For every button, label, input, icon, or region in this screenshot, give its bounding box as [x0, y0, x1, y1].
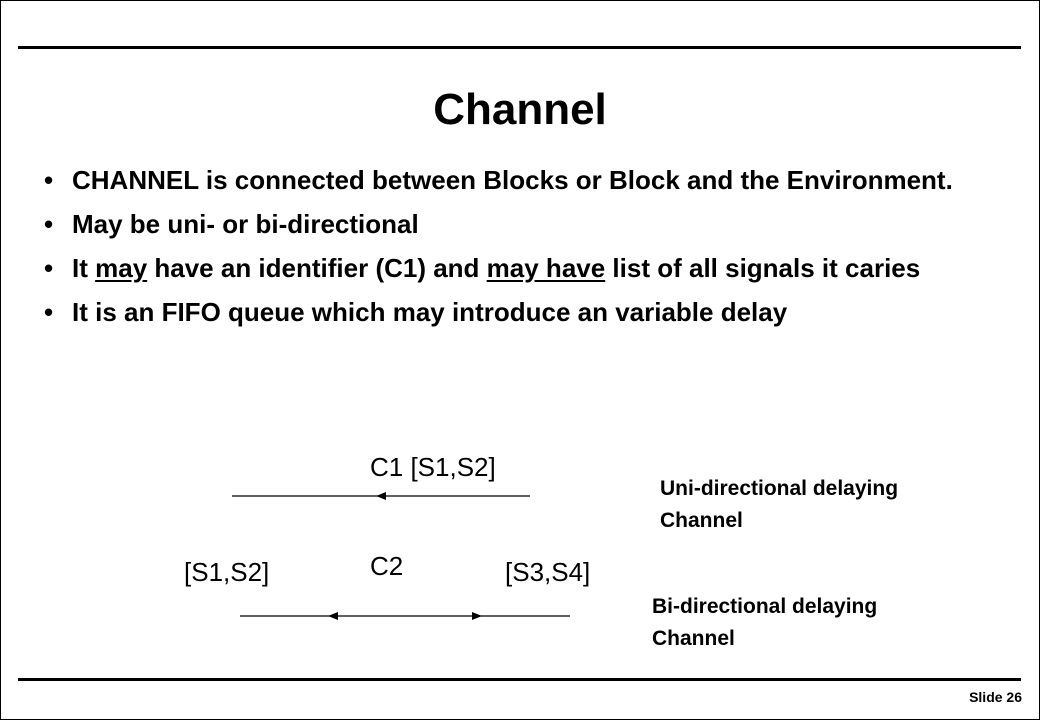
- bi-desc-line: Channel: [652, 627, 735, 650]
- top-rule: [18, 46, 1021, 49]
- bullet-dot: •: [44, 253, 54, 283]
- bullet-list: • CHANNEL is connected between Blocks or…: [44, 164, 994, 340]
- uni-desc-line: Uni-directional delaying: [660, 477, 899, 500]
- bi-channel-description: Bi-directional delaying Channel: [652, 591, 877, 655]
- bullet-dot: •: [44, 209, 54, 239]
- bullet-underlined-text: may have: [486, 253, 606, 283]
- bi-right-signals-label: [S3,S4]: [505, 557, 591, 587]
- bi-desc-line: Bi-directional delaying: [652, 595, 878, 618]
- bullet-dot: •: [44, 297, 54, 327]
- bullet-text: It is an FIFO queue which may introduce …: [72, 297, 788, 327]
- uni-arrowhead-left: [376, 492, 386, 500]
- bullet-dot: •: [44, 165, 54, 195]
- uni-desc-line: Channel: [660, 509, 743, 532]
- bullet-text: May be uni- or bi-directional: [72, 209, 419, 239]
- bullet-item: • CHANNEL is connected between Blocks or…: [44, 164, 994, 196]
- bullet-item: • It is an FIFO queue which may introduc…: [44, 296, 994, 328]
- bullet-item: • May be uni- or bi-directional: [44, 208, 994, 240]
- bullet-text-part: have an identifier (C1) and: [147, 253, 487, 283]
- bi-arrowhead-right: [472, 612, 482, 620]
- uni-channel-label: C1 [S1,S2]: [370, 452, 496, 482]
- bottom-rule: [18, 678, 1021, 681]
- bi-arrowhead-left: [328, 612, 338, 620]
- slide-number: Slide 26: [969, 689, 1022, 705]
- bullet-text-part: list of all signals it caries: [605, 253, 921, 283]
- bi-channel-id-label: C2: [370, 551, 404, 581]
- bi-left-signals-label: [S1,S2]: [184, 557, 270, 587]
- bullet-text-part: It: [72, 253, 96, 283]
- bullet-item: • It may have an identifier (C1) and may…: [44, 252, 994, 284]
- slide-title: Channel: [433, 85, 607, 134]
- uni-channel-description: Uni-directional delaying Channel: [660, 473, 898, 537]
- bullet-underlined-text: may: [95, 253, 148, 283]
- bullet-text: CHANNEL is connected between Blocks or B…: [72, 165, 953, 195]
